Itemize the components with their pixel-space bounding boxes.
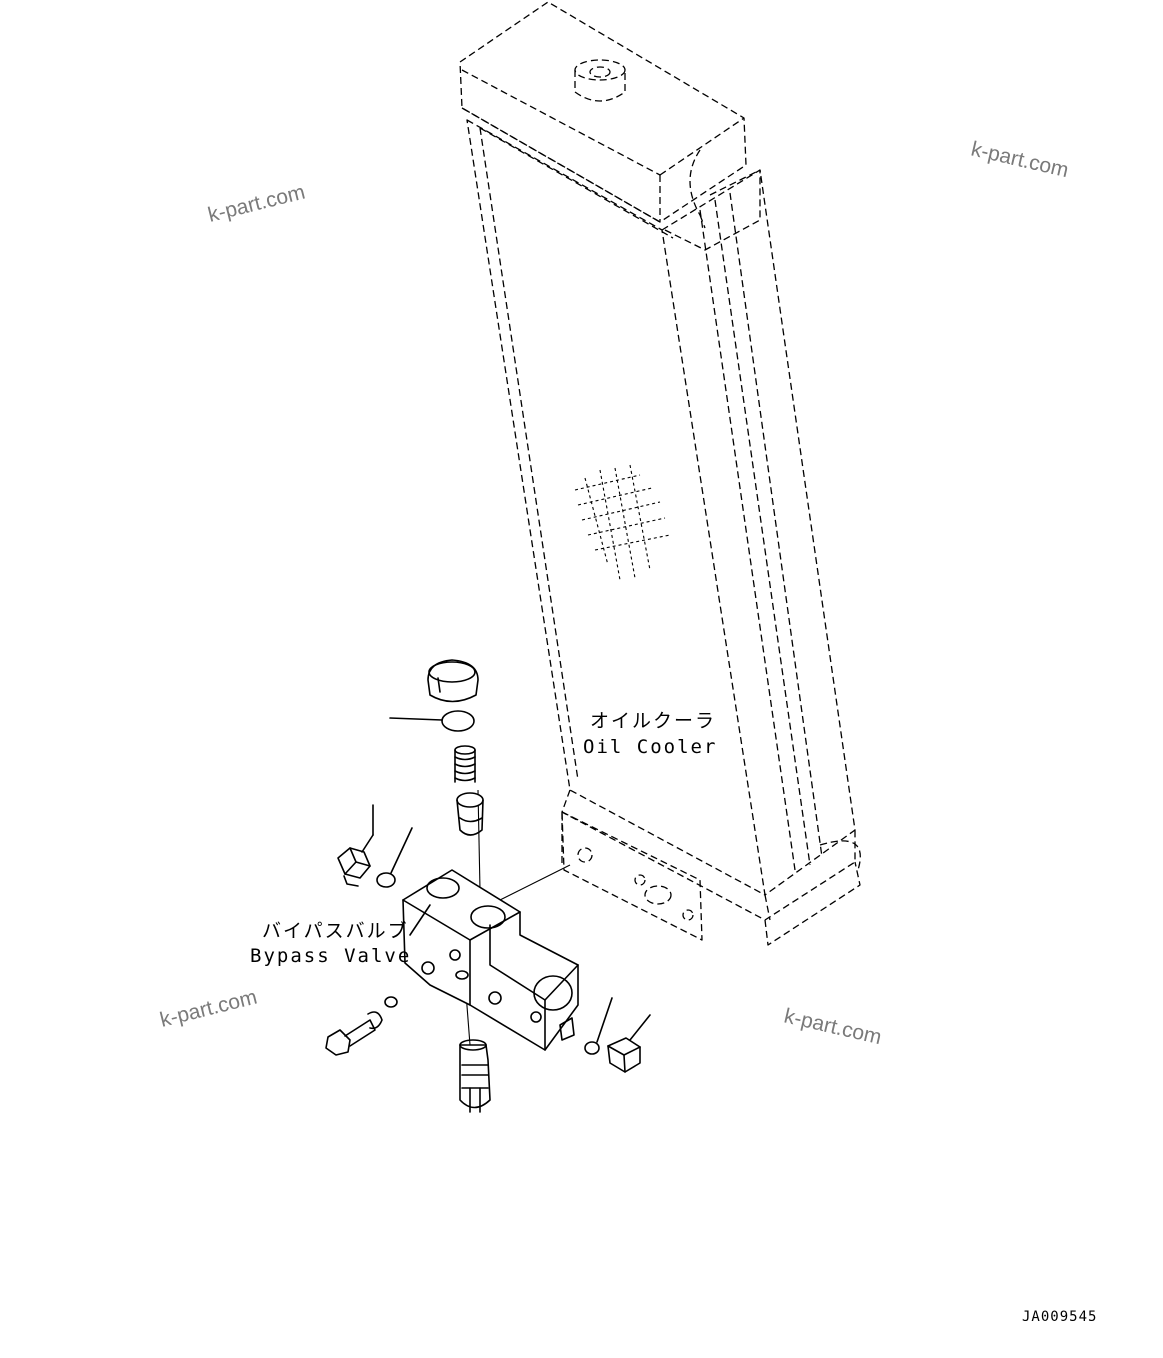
o-ring-right xyxy=(559,997,613,1055)
spring xyxy=(454,745,476,783)
hex-plug-left xyxy=(337,804,374,887)
oil-cooler xyxy=(459,1,861,946)
watermark: k-part.com xyxy=(782,1004,884,1049)
bolt xyxy=(325,996,398,1056)
pressure-sensor xyxy=(459,1039,491,1113)
hex-plug-right xyxy=(607,1014,651,1073)
core-fin-pattern xyxy=(574,464,671,581)
plug-cap xyxy=(427,659,479,703)
drawing-code: JA009545 xyxy=(1022,1309,1097,1325)
o-ring-left xyxy=(376,827,413,888)
bypass-valve-label-jp: バイパスバルブ xyxy=(262,919,409,942)
poppet xyxy=(456,792,484,836)
bypass-valve-label-en: Bypass Valve xyxy=(250,945,411,967)
valve-body xyxy=(402,869,579,1051)
watermark: k-part.com xyxy=(969,137,1071,182)
bypass-valve-assembly xyxy=(325,659,651,1113)
oil-cooler-label-en: Oil Cooler xyxy=(583,736,717,758)
watermark: k-part.com xyxy=(206,181,308,227)
oil-cooler-label-jp: オイルクーラ xyxy=(590,710,716,732)
watermark: k-part.com xyxy=(158,986,260,1032)
o-ring-upper xyxy=(389,710,475,732)
